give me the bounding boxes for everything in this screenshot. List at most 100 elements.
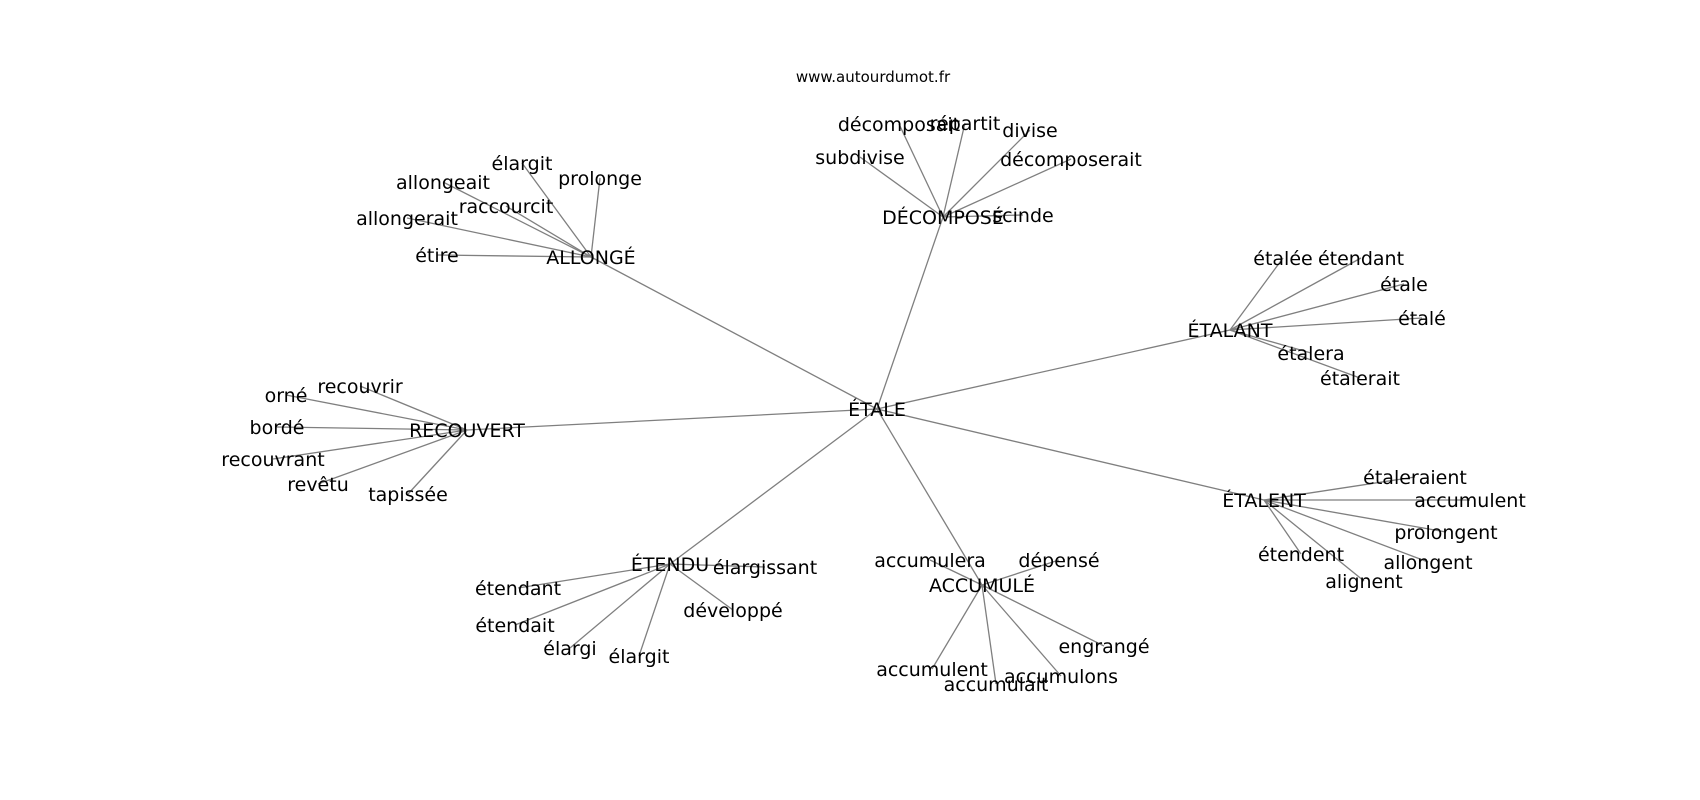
- leaf-node-label: orné: [265, 385, 308, 407]
- edge-hub-to-leaf: [669, 563, 766, 568]
- edge-hub-to-leaf: [442, 181, 592, 258]
- leaf-node-label: étendait: [475, 615, 554, 637]
- edge-hub-to-leaf: [1229, 329, 1361, 379]
- leaf-node-label: étalé: [1398, 308, 1446, 330]
- leaf-node-label: élargissant: [713, 557, 817, 579]
- leaf-node-label: accumulent: [1414, 490, 1526, 512]
- leaf-node-label: subdivise: [815, 147, 904, 169]
- leaf-node-label: élargit: [609, 646, 670, 668]
- leaf-node-label: étendant: [475, 578, 561, 600]
- edge-center-to-hub: [669, 408, 878, 565]
- edge-hub-to-leaf: [1229, 283, 1405, 331]
- leaf-node-label: divise: [1002, 120, 1057, 142]
- leaf-node-label: allongent: [1383, 552, 1472, 574]
- leaf-node-label: étalée: [1253, 248, 1312, 270]
- edge-hub-to-leaf: [942, 158, 1072, 218]
- edge-hub-to-leaf: [638, 563, 671, 657]
- leaf-node-label: raccourcit: [459, 196, 554, 218]
- leaf-node-label: étalerait: [1320, 368, 1400, 390]
- edge-hub-to-leaf: [898, 123, 944, 218]
- leaf-node-label: recouvrant: [221, 449, 324, 471]
- edge-hub-to-leaf: [931, 584, 983, 670]
- labels: ALLONGÉélargitprolongeallongeaitraccourc…: [221, 113, 1525, 696]
- edge-hub-to-leaf: [407, 429, 468, 495]
- leaf-node-label: élargi: [543, 638, 596, 660]
- hub-node-label: DÉCOMPOSÉ: [882, 206, 1004, 229]
- edge-hub-to-leaf: [505, 205, 592, 258]
- edges: [272, 122, 1470, 685]
- hub-node-label: ALLONGÉ: [546, 246, 635, 269]
- leaf-node-label: dépensé: [1018, 550, 1099, 572]
- leaf-node-label: décomposait: [838, 114, 960, 136]
- hub-node-label: RECOUVERT: [409, 420, 525, 442]
- edge-center-to-hub: [876, 329, 1231, 410]
- edge-hub-to-leaf: [981, 584, 997, 685]
- leaf-node-label: allongerait: [356, 208, 458, 230]
- leaf-node-label: étaleraient: [1363, 467, 1467, 489]
- edge-hub-to-leaf: [669, 563, 734, 611]
- edge-hub-to-leaf: [436, 254, 592, 258]
- edge-center-to-hub: [876, 408, 1265, 501]
- edge-hub-to-leaf: [285, 394, 468, 431]
- edge-hub-to-leaf: [942, 122, 966, 218]
- leaf-node-label: élargit: [492, 153, 553, 175]
- edge-hub-to-leaf: [1263, 499, 1429, 563]
- leaf-node-label: bordé: [250, 417, 305, 439]
- edge-hub-to-leaf: [317, 429, 468, 485]
- edge-hub-to-leaf: [514, 563, 671, 626]
- leaf-node-label: répartit: [930, 113, 1001, 135]
- edge-hub-to-leaf: [1263, 476, 1416, 501]
- edge-hub-to-leaf: [942, 129, 1031, 218]
- center-node-label: ÉTALE: [848, 398, 906, 421]
- leaf-node-label: prolongent: [1394, 522, 1497, 544]
- watermark: www.autourdumot.fr: [796, 68, 951, 86]
- leaf-node-label: tapissée: [368, 484, 448, 506]
- leaf-node-label: étendant: [1318, 248, 1404, 270]
- edge-hub-to-leaf: [1229, 257, 1284, 331]
- hub-node-label: ACCUMULÉ: [929, 574, 1035, 597]
- edge-hub-to-leaf: [1263, 499, 1365, 582]
- edge-hub-to-leaf: [859, 156, 944, 218]
- hub-node-label: ÉTALANT: [1188, 319, 1273, 342]
- leaf-node-label: accumulera: [874, 550, 986, 572]
- edge-hub-to-leaf: [1263, 499, 1447, 533]
- leaf-node-label: recouvrir: [317, 376, 403, 398]
- leaf-node-label: engrangé: [1058, 636, 1149, 658]
- leaf-node-label: allongeait: [396, 172, 490, 194]
- edge-hub-to-leaf: [276, 426, 468, 431]
- edge-hub-to-leaf: [569, 563, 671, 649]
- leaf-node-label: étale: [1380, 274, 1428, 296]
- leaf-node-label: accumulait: [944, 674, 1049, 696]
- hub-node-label: ÉTALENT: [1222, 489, 1306, 512]
- edge-hub-to-leaf: [272, 429, 468, 460]
- edge-hub-to-leaf: [981, 584, 1062, 677]
- leaf-node-label: étire: [415, 245, 459, 267]
- leaf-node-label: alignent: [1325, 571, 1402, 593]
- leaf-node-label: scinde: [992, 205, 1053, 227]
- edge-hub-to-leaf: [1263, 499, 1302, 555]
- leaf-node-label: accumulent: [876, 659, 988, 681]
- leaf-node-label: prolonge: [558, 168, 642, 190]
- leaf-node-label: étendent: [1258, 544, 1344, 566]
- edge-hub-to-leaf: [1229, 317, 1423, 331]
- edge-hub-to-leaf: [981, 559, 1060, 586]
- edge-hub-to-leaf: [406, 217, 592, 258]
- leaf-node-label: décomposerait: [1000, 149, 1142, 171]
- leaf-node-label: étalera: [1277, 343, 1344, 365]
- edge-hub-to-leaf: [521, 162, 592, 258]
- edge-center-to-hub: [590, 256, 878, 410]
- edge-center-to-hub: [876, 216, 944, 410]
- edge-hub-to-leaf: [1229, 329, 1312, 354]
- edge-center-to-hub: [876, 408, 983, 586]
- hub-node-label: ÉTENDU: [631, 553, 709, 576]
- edge-hub-to-leaf: [517, 563, 671, 589]
- leaf-node-label: revêtu: [287, 474, 349, 496]
- edge-center-to-hub: [466, 408, 878, 431]
- edge-hub-to-leaf: [359, 385, 468, 431]
- edge-hub-to-leaf: [1229, 257, 1362, 331]
- edge-hub-to-leaf: [590, 177, 601, 258]
- leaf-node-label: développé: [683, 600, 782, 622]
- edge-hub-to-leaf: [942, 214, 1024, 218]
- leaf-node-label: accumulons: [1004, 666, 1118, 688]
